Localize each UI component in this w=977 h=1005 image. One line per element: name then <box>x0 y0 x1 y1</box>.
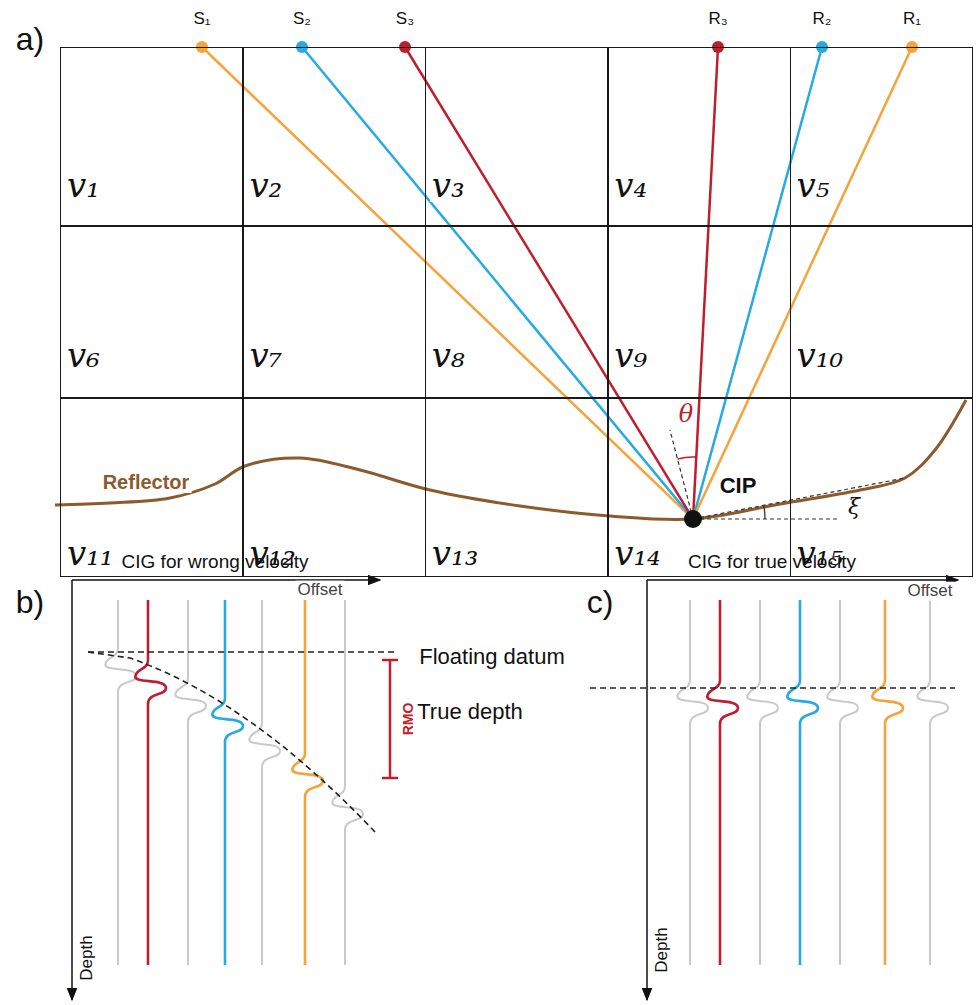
panel-title: CIG for wrong velocity <box>122 552 309 573</box>
velocity-label: v₉ <box>612 338 649 372</box>
seismic-trace <box>332 600 363 965</box>
depth-axis <box>646 580 648 1000</box>
axis-label: Offset <box>295 581 344 600</box>
velocity-cell: v₉ <box>607 225 791 399</box>
velocity-label: v₁₀ <box>795 338 845 372</box>
datum-line <box>88 651 395 653</box>
velocity-cell: v₇ <box>242 225 426 399</box>
velocity-cell: v₆ <box>60 225 244 399</box>
reflector-label: Reflector <box>101 471 192 493</box>
seismic-trace <box>827 600 858 965</box>
normal-line <box>670 430 693 519</box>
velocity-label: v₁₃ <box>430 536 480 570</box>
moveout-curve <box>88 652 375 832</box>
seismic-trace <box>707 600 738 965</box>
horizontal-line <box>693 518 840 519</box>
seismic-trace <box>249 600 280 965</box>
ray-path <box>202 47 693 519</box>
velocity-label: v₁ <box>65 168 102 202</box>
velocity-cell: v₁₀ <box>790 225 974 399</box>
velocity-label: v₃ <box>430 168 467 202</box>
seismic-trace <box>677 600 708 965</box>
seismic-trace <box>292 600 323 965</box>
velocity-cell: v₁₃ <box>425 397 609 577</box>
velocity-label: v₂ <box>247 168 284 202</box>
axis-label: Depth <box>653 925 672 974</box>
seismic-trace <box>872 600 903 965</box>
seismic-trace <box>212 600 243 965</box>
angle-label: θ <box>677 401 695 427</box>
velocity-label: v₈ <box>430 338 467 372</box>
receiver-label: R₁ <box>903 10 921 29</box>
source-label: S₃ <box>396 10 414 29</box>
cip-dot <box>684 510 702 528</box>
receiver-label: R₃ <box>708 10 727 29</box>
seismic-trace <box>135 600 166 965</box>
source-label: S₂ <box>293 10 311 29</box>
reflector-curve <box>55 400 966 520</box>
ray-path <box>693 47 718 519</box>
receiver-label: R₂ <box>813 10 832 29</box>
velocity-cell: v₃ <box>425 47 609 227</box>
angle-label: ξ <box>846 495 862 519</box>
velocity-cell: v₅ <box>790 47 974 227</box>
velocity-label: v₆ <box>65 338 102 372</box>
true-depth-line <box>590 687 955 689</box>
depth-label: True depth <box>417 700 523 724</box>
velocity-cell: v₈ <box>425 225 609 399</box>
velocity-label: v₁₁ <box>65 536 115 570</box>
ray-path <box>693 47 912 519</box>
axis-label: Offset <box>905 582 954 601</box>
velocity-cell: v₁₅ <box>790 397 974 577</box>
velocity-label: v₅ <box>795 168 832 202</box>
velocity-cell: v₂ <box>242 47 426 227</box>
panel-title: CIG for true velocity <box>688 552 856 573</box>
velocity-cell: v₁ <box>60 47 244 227</box>
ray-path <box>405 47 693 519</box>
angle-arc <box>677 457 696 459</box>
source-label: S₁ <box>193 10 210 29</box>
seismic-trace <box>747 600 778 965</box>
datum-label: Floating datum <box>419 645 565 669</box>
cip-label: CIP <box>720 474 757 498</box>
seismic-trace <box>787 600 818 965</box>
angle-arc <box>764 505 765 519</box>
rmo-label: RMO <box>401 703 416 736</box>
rmo-bracket <box>382 660 398 778</box>
panel-letter: b) <box>16 585 44 620</box>
velocity-cell: v₄ <box>607 47 791 227</box>
axis-label: Depth <box>78 933 97 982</box>
panel-letter: a) <box>16 22 44 57</box>
velocity-label: v₄ <box>612 168 649 202</box>
seismic-trace <box>175 600 206 965</box>
velocity-cell: v₁₂ <box>242 397 426 577</box>
depth-axis <box>71 580 73 1000</box>
velocity-cell: v₁₄ <box>607 397 791 577</box>
ray-path <box>302 47 693 519</box>
velocity-label: v₇ <box>247 338 284 372</box>
offset-axis <box>647 579 958 581</box>
velocity-label: v₁₄ <box>612 536 662 570</box>
panel-letter: c) <box>587 585 614 620</box>
seismic-trace <box>917 600 948 965</box>
